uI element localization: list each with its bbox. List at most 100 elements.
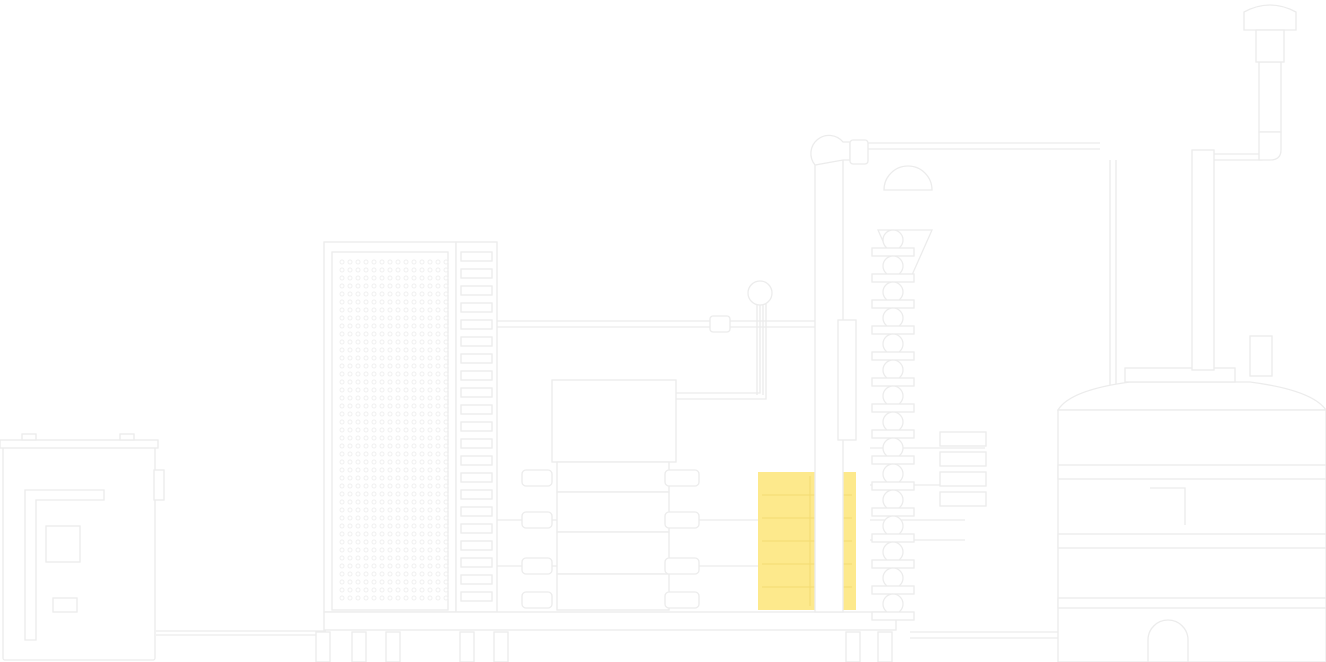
perforation-dot [363, 411, 369, 417]
perforation-dot [435, 411, 441, 417]
valve-node [882, 541, 904, 563]
perforation-dot [403, 283, 409, 289]
valve-flange [871, 481, 915, 491]
perforation-dot [443, 563, 449, 569]
valve-to-column-pipe [720, 320, 820, 328]
perforation-dot [379, 443, 385, 449]
perforation-dot [347, 475, 353, 481]
perforation-dot [355, 419, 361, 425]
valve-node [882, 463, 904, 485]
perforation-dot [395, 435, 401, 441]
cabinet-top-rim [0, 439, 159, 449]
perforation-dot [411, 515, 417, 521]
perforation-dot [435, 403, 441, 409]
perforation-dot [355, 475, 361, 481]
valve-flange [871, 429, 915, 439]
gauge-stem [756, 305, 764, 395]
perforation-dot [363, 427, 369, 433]
perforation-dot [395, 347, 401, 353]
perforation-dot [403, 563, 409, 569]
perforation-dot [347, 555, 353, 561]
perforation-dot [403, 259, 409, 265]
perforation-dot [347, 507, 353, 513]
perforation-dot [339, 523, 345, 529]
louver-slat [460, 387, 493, 398]
perforation-dot [435, 395, 441, 401]
perforation-dot [371, 579, 377, 585]
perforation-dot [387, 459, 393, 465]
perforation-dot [435, 467, 441, 473]
perforation-dot [379, 531, 385, 537]
perforation-dot [387, 299, 393, 305]
louver-slat [460, 489, 493, 500]
perforation-dot [419, 515, 425, 521]
base-foot [315, 631, 331, 662]
perforation-dot [411, 411, 417, 417]
perforation-dot [395, 387, 401, 393]
perforation-dot [347, 259, 353, 265]
valve-flange [871, 403, 915, 413]
perforation-dot [435, 283, 441, 289]
base-beam [323, 611, 897, 631]
perforation-dot [339, 379, 345, 385]
perforation-dot [395, 579, 401, 585]
perforation-dot [435, 259, 441, 265]
perforation-dot [435, 419, 441, 425]
perforation-dot [371, 587, 377, 593]
perforation-dot [403, 363, 409, 369]
perforation-dot [403, 355, 409, 361]
perforation-dot [411, 435, 417, 441]
perforation-dot [395, 595, 401, 601]
perforation-dot [355, 363, 361, 369]
perforation-dot [411, 371, 417, 377]
perforation-dot [339, 587, 345, 593]
perforation-dot [427, 379, 433, 385]
perforation-dot [395, 371, 401, 377]
perforation-dot [339, 363, 345, 369]
perforation-dot [379, 547, 385, 553]
perforation-dot [403, 547, 409, 553]
perforation-dot [347, 499, 353, 505]
cabinet-handle-right [119, 433, 135, 441]
perforation-dot [427, 299, 433, 305]
louver-slat [460, 319, 493, 330]
perforation-dot [427, 283, 433, 289]
cabinet-side-fitting [153, 469, 165, 501]
perforation-dot [355, 267, 361, 273]
perforation-dot [443, 539, 449, 545]
valve-flange [871, 455, 915, 465]
perforation-dot [403, 443, 409, 449]
perforation-dot [427, 507, 433, 513]
perforation-dot [363, 315, 369, 321]
perforation-dot [427, 275, 433, 281]
vessel-flange-left [521, 591, 553, 609]
vessel-flange-left [521, 511, 553, 529]
valve-node [882, 281, 904, 303]
perforation-dot [419, 259, 425, 265]
tank-band-2 [1057, 533, 1326, 549]
perforation-dot [379, 299, 385, 305]
vertical-process-column [810, 134, 987, 621]
perforation-dot [363, 403, 369, 409]
perforation-dot [387, 411, 393, 417]
perforation-dot [427, 491, 433, 497]
column-tube-inner [837, 319, 857, 441]
perforation-dot [347, 363, 353, 369]
perforation-dot [355, 347, 361, 353]
small-cabinet-unit [0, 433, 165, 661]
louver-slat [460, 336, 493, 347]
perforation-dot [395, 427, 401, 433]
perforation-dot [443, 339, 449, 345]
perforation-dot [379, 323, 385, 329]
vessel-fittings [521, 469, 700, 609]
perforation-dot [339, 507, 345, 513]
perforation-dot [379, 595, 385, 601]
perforation-dot [371, 283, 377, 289]
perforation-dot [403, 523, 409, 529]
perforation-dot [379, 507, 385, 513]
perforation-dot [379, 307, 385, 313]
perforation-dot [387, 323, 393, 329]
base-foot [877, 631, 893, 662]
perforation-dot [355, 515, 361, 521]
tank-roof-platform [1124, 367, 1236, 383]
